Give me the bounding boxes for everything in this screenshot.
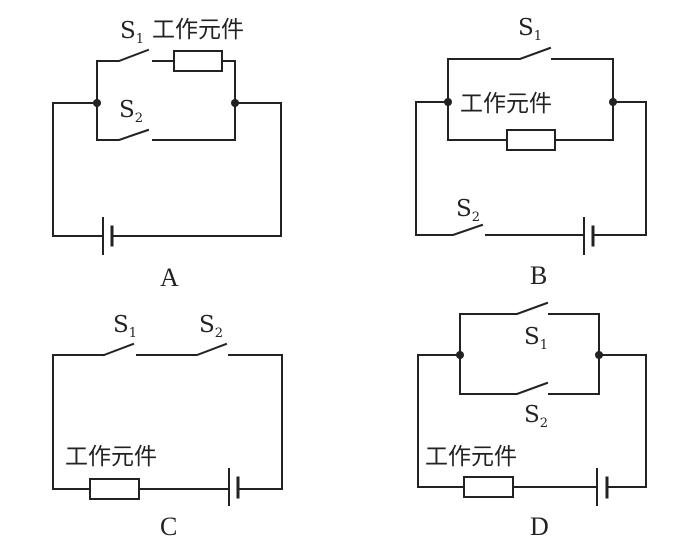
- option-label: B: [530, 261, 547, 290]
- work-component-resistor: [89, 478, 140, 500]
- circuit-a: S1 工作元件 S2 A: [52, 17, 282, 292]
- bottom-branch-wire: [459, 354, 600, 395]
- switch-s2-label: S2: [119, 97, 143, 126]
- switch-s1-label: S1: [113, 312, 137, 341]
- top-branch-wire: [96, 48, 236, 104]
- junction-node: [456, 351, 464, 359]
- component-label: 工作元件: [460, 91, 552, 117]
- switch-s1-label: S1: [524, 324, 548, 353]
- wire-loop: [52, 354, 283, 490]
- wire-loop: [417, 354, 647, 488]
- bottom-branch-wire: [447, 101, 614, 141]
- switch-s2-label: S2: [456, 196, 480, 225]
- top-branch-wire: [447, 46, 614, 103]
- switch-s2-label: S2: [199, 312, 223, 341]
- top-branch-wire: [459, 301, 600, 356]
- junction-node: [444, 98, 452, 106]
- switch-s2-label: S2: [524, 402, 548, 431]
- component-label: 工作元件: [152, 17, 244, 43]
- middle-wire: [136, 342, 228, 356]
- junction-node: [93, 99, 101, 107]
- circuit-b: S1 工作元件 S2 B: [415, 15, 647, 290]
- circuit-c: S1 S2 工作元件 C: [52, 312, 283, 541]
- work-component-resistor: [506, 129, 556, 151]
- switch-s1-label: S1: [120, 18, 144, 47]
- wire-loop: [52, 102, 282, 237]
- work-component-resistor: [173, 50, 223, 72]
- junction-node: [595, 351, 603, 359]
- circuit-d: S1 S2 工作元件 D: [417, 301, 647, 541]
- junction-node: [609, 98, 617, 106]
- component-label: 工作元件: [425, 444, 517, 470]
- option-label: C: [160, 512, 177, 541]
- work-component-resistor: [463, 476, 514, 498]
- junction-node: [231, 99, 239, 107]
- component-label: 工作元件: [65, 444, 157, 470]
- bottom-branch-wire: [96, 102, 236, 141]
- wire-loop: [415, 101, 647, 236]
- switch-s1: [102, 342, 135, 357]
- option-label: A: [160, 263, 179, 292]
- option-label: D: [530, 512, 549, 541]
- switch-s1-label: S1: [518, 15, 542, 44]
